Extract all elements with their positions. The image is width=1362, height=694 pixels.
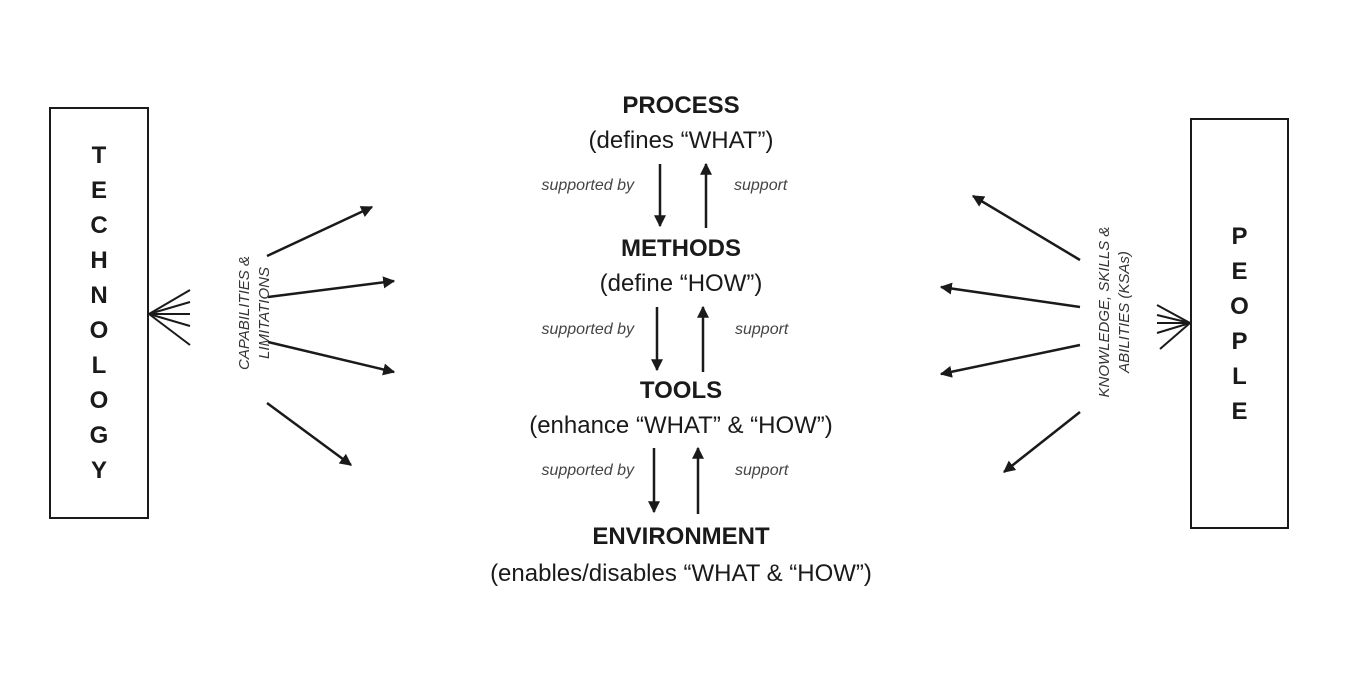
technology-letter: Y — [90, 457, 107, 484]
tech-arrow-3 — [267, 340, 396, 376]
people-letter: P — [1231, 222, 1248, 250]
technology-letter: T — [91, 142, 107, 169]
tech-arrow-1 — [266, 205, 374, 258]
people-box: P E O P L E — [1190, 118, 1289, 529]
people-arrow-3 — [939, 343, 1081, 378]
relation-label-down: supported by — [541, 321, 634, 338]
tech-arrow-2 — [267, 276, 396, 299]
relation-label-up: support — [734, 177, 788, 194]
stage-subtitle-methods: (define “HOW”) — [599, 270, 763, 297]
people-arrow-2 — [939, 282, 1081, 309]
people-letter: E — [1231, 397, 1248, 425]
people-letter: O — [1230, 292, 1249, 320]
relation-label-up: support — [735, 462, 789, 479]
technology-letter: L — [91, 352, 107, 379]
people-letters: P E O P L E — [1230, 219, 1249, 429]
stage-title-process: PROCESS — [622, 92, 740, 119]
technology-letter: G — [89, 422, 109, 449]
technology-letters: T E C H N O L O G Y — [90, 138, 109, 488]
people-arrow-1 — [971, 194, 1081, 262]
stage-subtitle-environment: (enables/disables “WHAT & “HOW”) — [490, 560, 872, 587]
tech-convergence-icon — [148, 289, 191, 346]
stage-title-environment: ENVIRONMENT — [592, 523, 770, 550]
relation-label-down: supported by — [541, 177, 634, 194]
technology-box: T E C H N O L O G Y — [49, 107, 149, 519]
stage-title-methods: METHODS — [621, 235, 741, 262]
tech-arrow-4 — [266, 401, 352, 467]
stage-subtitle-process: (defines “WHAT”) — [588, 127, 774, 154]
technology-letter: N — [90, 282, 108, 309]
people-letter: P — [1231, 327, 1248, 355]
technology-letter: O — [89, 387, 109, 414]
people-arrow-4 — [1003, 411, 1081, 473]
stage-title-tools: TOOLS — [639, 377, 723, 404]
people-letter: L — [1232, 362, 1247, 390]
relation-label-down: supported by — [541, 462, 634, 479]
technology-letter: C — [90, 212, 108, 239]
technology-letter: H — [90, 247, 108, 274]
people-letter: E — [1231, 257, 1248, 285]
stage-subtitle-tools: (enhance “WHAT” & “HOW”) — [529, 412, 833, 439]
technology-letter: E — [90, 177, 107, 204]
technology-letter: O — [89, 317, 109, 344]
relation-label-up: support — [735, 321, 789, 338]
people-convergence-icon — [1156, 304, 1191, 350]
